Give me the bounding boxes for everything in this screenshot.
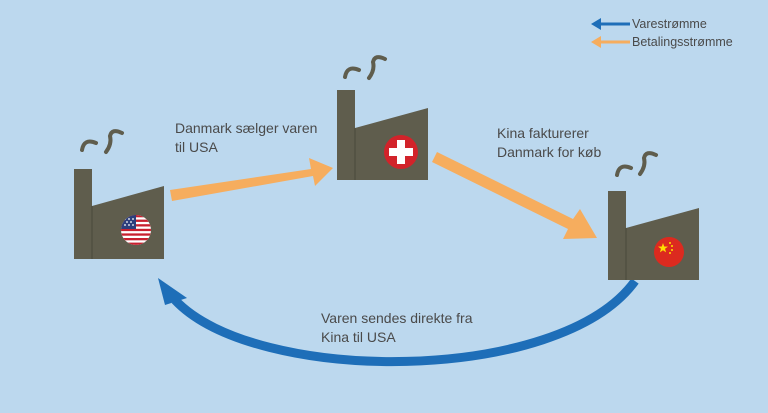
label-china-invoices-line1: Kina fakturerer: [497, 125, 589, 141]
denmark-flag: [384, 135, 418, 169]
label-denmark-sells-line2: til USA: [175, 139, 218, 155]
label-goods-shipped: Varen sendes direkte fra Kina til USA: [321, 309, 473, 347]
payment-arrow-usa-to-denmark: [170, 158, 333, 201]
china-flag: [654, 237, 684, 267]
legend-payment-arrow: [591, 36, 630, 48]
payment-arrow-denmark-to-china: [432, 152, 597, 239]
label-goods-shipped-line2: Kina til USA: [321, 329, 396, 345]
label-goods-shipped-line1: Varen sendes direkte fra: [321, 310, 473, 326]
label-china-invoices: Kina fakturerer Danmark for køb: [497, 124, 601, 162]
label-denmark-sells: Danmark sælger varen til USA: [175, 119, 317, 157]
china-factory: [608, 151, 699, 280]
legend-goods-label: Varestrømme: [632, 17, 707, 31]
goods-arrow-china-to-usa: [158, 278, 639, 366]
usa-flag: [121, 215, 151, 245]
label-denmark-sells-line1: Danmark sælger varen: [175, 120, 318, 136]
legend-goods-arrow: [591, 18, 630, 30]
usa-factory: [74, 129, 164, 259]
legend-payment-label: Betalingsstrømme: [632, 35, 733, 49]
label-china-invoices-line2: Danmark for køb: [497, 144, 602, 160]
